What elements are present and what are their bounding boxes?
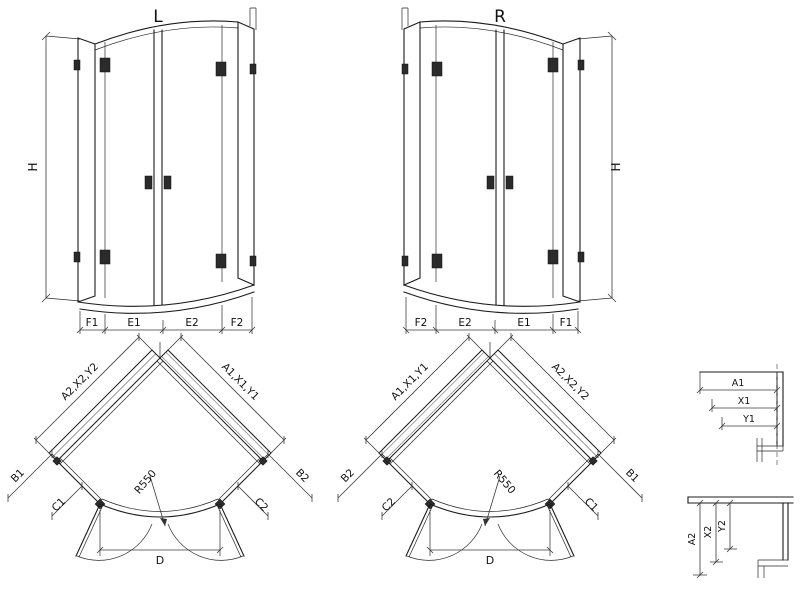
side-dim-label-right-plan-right: B1: [623, 467, 641, 485]
height-dim-label-left: H: [26, 162, 40, 171]
profile-detail-top: [696, 364, 784, 468]
dim-label-e1-left: E1: [127, 317, 140, 329]
detail-top-dim-x1: X1: [738, 396, 751, 407]
panel-dim-label-right-plan-right: C1: [582, 496, 600, 514]
panel-dim-label-left-plan-right: C2: [380, 496, 398, 514]
width-dim-label-plan-left: D: [156, 554, 164, 567]
detail-bottom-dim-a2: A2: [687, 533, 698, 546]
door-handles: [144, 175, 172, 190]
panel-dim-label-right-plan-left: C2: [252, 496, 270, 514]
detail-top-dim-y1: Y1: [742, 414, 755, 425]
dim-label-e1-right: E1: [517, 317, 530, 329]
plan-view-geometry-mirrored: [337, 332, 643, 561]
variant-label-left: L: [153, 7, 163, 27]
side-dim-label-left-plan-left: B1: [9, 467, 27, 485]
wall-section-left: [48, 349, 161, 462]
side-dim-label-right-plan-left: B2: [293, 467, 311, 485]
dim-label-e2-right: E2: [458, 317, 471, 329]
dim-label-f2-left: F2: [231, 317, 244, 329]
panel-dim-label-left-plan-left: C1: [50, 496, 68, 514]
detail-bottom-dim-y2: Y2: [717, 520, 728, 533]
door-hinges: [73, 57, 257, 269]
width-dim-label-plan-right: D: [486, 554, 494, 567]
dim-label-e2-left: E2: [185, 317, 198, 329]
dim-label-f1-right: F1: [560, 317, 573, 329]
profile-detail-bottom: [687, 496, 794, 579]
detail-bottom-dim-x2: X2: [703, 526, 714, 539]
dim-label-f1-left: F1: [86, 317, 99, 329]
detail-top-dim-a1: A1: [732, 378, 745, 389]
elevation-view-geometry-mirrored: [401, 7, 617, 335]
wall-section-right: [159, 349, 272, 462]
elevation-view-geometry: [41, 7, 257, 334]
side-dim-label-left-plan-right: B2: [339, 467, 357, 485]
plan-view-geometry: [7, 333, 313, 561]
height-dim-label-right: H: [609, 162, 623, 171]
variant-label-right: R: [494, 7, 506, 27]
dim-label-f2-right: F2: [415, 317, 428, 329]
